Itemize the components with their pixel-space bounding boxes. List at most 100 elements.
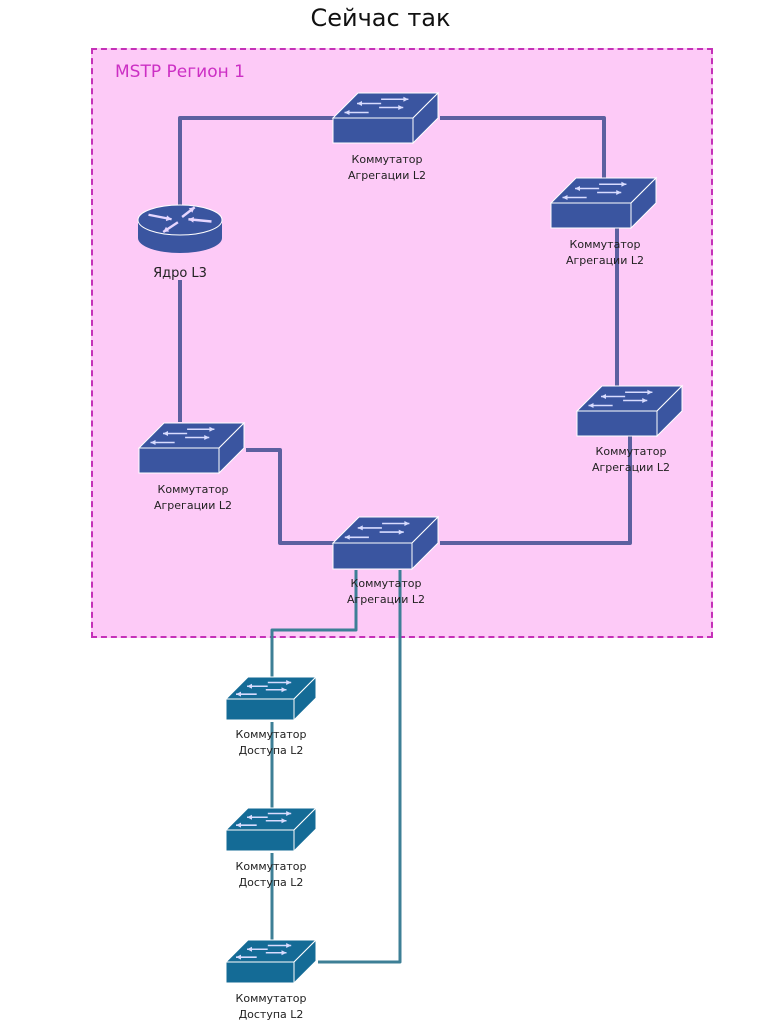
diagram-title: Сейчас так xyxy=(310,4,451,32)
arrow-head xyxy=(344,534,350,540)
arrow-head xyxy=(575,186,580,191)
switch-side-face xyxy=(656,384,683,438)
link-agg-bottom-to-acc-1 xyxy=(270,570,358,677)
label-line-1: Коммутатор xyxy=(351,153,423,166)
arrow-head xyxy=(209,426,215,432)
arrow-head xyxy=(286,680,292,685)
switch-arrows-icon xyxy=(150,426,215,445)
switch-side-face xyxy=(218,421,245,475)
arrow-head xyxy=(150,440,156,445)
router-top xyxy=(137,204,223,236)
arrow-head xyxy=(247,814,252,820)
arrow-head xyxy=(281,818,287,824)
label-line-2: Агрегации L2 xyxy=(348,169,426,182)
switch-front-face xyxy=(332,117,414,144)
arrow-head xyxy=(403,96,409,102)
label-line-1: Коммутатор xyxy=(235,860,307,873)
aggregation-switch-agg-top-icon[interactable] xyxy=(331,91,440,145)
arrow-head xyxy=(188,216,194,223)
arrow-head xyxy=(188,207,195,213)
arrow-head xyxy=(281,950,287,956)
switch-front-face xyxy=(332,542,413,570)
arrow-head xyxy=(236,954,241,960)
arrow-head xyxy=(236,822,241,828)
acc-3-label: Коммутатор Доступа L2 xyxy=(191,991,351,1023)
label-line-1: Коммутатор xyxy=(235,992,307,1005)
link-agg-top-to-agg-right-upper xyxy=(440,116,606,178)
arrow-head xyxy=(286,943,292,948)
label-line-2: Доступа L2 xyxy=(238,744,304,757)
switch-arrows-icon xyxy=(588,389,653,408)
aggregation-switch-agg-right-lower-icon[interactable] xyxy=(575,384,684,438)
label-line-1: Коммутатор xyxy=(350,577,422,590)
switch-side-face xyxy=(293,806,317,853)
access-switch-acc-2-icon[interactable] xyxy=(224,806,318,853)
aggregation-switch-agg-bottom-icon[interactable] xyxy=(331,515,440,571)
label-line-1: Коммутатор xyxy=(569,238,641,251)
access-switch-acc-3-icon[interactable] xyxy=(224,938,318,985)
arrow-head xyxy=(616,190,622,195)
link-core-to-agg-top xyxy=(178,116,334,245)
label-line-1: Коммутатор xyxy=(595,445,667,458)
arrow-head xyxy=(236,691,241,697)
arrow-head xyxy=(404,521,410,526)
link-agg-right-lower-to-agg-bottom xyxy=(440,436,632,545)
switch-arrows-icon xyxy=(344,96,409,115)
agg-left-label: Коммутатор Агрегации L2 xyxy=(113,482,273,514)
arrow-head xyxy=(344,110,350,115)
arrow-head xyxy=(398,105,404,110)
switch-side-face xyxy=(630,176,657,230)
arrow-head xyxy=(165,215,172,222)
arrow-head xyxy=(281,687,287,693)
agg-right-lower-label: Коммутатор Агрегации L2 xyxy=(551,444,711,476)
label-line-2: Доступа L2 xyxy=(238,1008,304,1021)
router-arrows-icon xyxy=(148,206,212,234)
switch-side-face xyxy=(293,675,317,722)
agg-right-upper-label: Коммутатор Агрегации L2 xyxy=(525,237,685,269)
arrow-head xyxy=(247,683,252,689)
switch-side-face xyxy=(293,938,317,985)
aggregation-switch-agg-right-upper-icon[interactable] xyxy=(549,176,658,230)
label-line-2: Агрегации L2 xyxy=(347,593,425,606)
aggregation-switch-agg-left-icon[interactable] xyxy=(137,421,246,475)
core-router-label: Ядро L3 xyxy=(100,266,260,282)
arrow-head xyxy=(163,226,170,232)
link-acc-3-to-agg-bottom xyxy=(318,570,402,964)
switch-side-face xyxy=(411,515,439,571)
switch-front-face xyxy=(225,698,295,721)
switch-arrows-icon xyxy=(562,181,627,200)
agg-bottom-label: Коммутатор Агрегации L2 xyxy=(306,576,466,608)
label-line-1: Ядро L3 xyxy=(153,266,207,281)
arrow-head xyxy=(601,394,606,399)
arrow-head xyxy=(588,403,594,408)
label-line-2: Агрегации L2 xyxy=(154,499,232,512)
arrow-head xyxy=(642,398,648,403)
arrow-head xyxy=(247,946,252,952)
switch-arrows-icon xyxy=(344,521,410,540)
label-line-2: Доступа L2 xyxy=(238,876,304,889)
access-switch-acc-1-icon[interactable] xyxy=(224,675,318,722)
switch-front-face xyxy=(138,447,220,474)
switch-front-face xyxy=(576,410,658,437)
switch-arrows-icon xyxy=(236,811,292,828)
arrow-head xyxy=(286,811,292,816)
switch-arrows-icon xyxy=(236,943,292,960)
label-line-1: Коммутатор xyxy=(235,728,307,741)
label-line-2: Агрегации L2 xyxy=(566,254,644,267)
label-line-1: Коммутатор xyxy=(157,483,229,496)
arrow-head xyxy=(357,525,363,531)
switch-front-face xyxy=(225,961,295,984)
router-core-icon[interactable] xyxy=(137,204,223,253)
agg-top-label: Коммутатор Агрегации L2 xyxy=(307,152,467,184)
arrow-head xyxy=(647,389,653,395)
arrow-head xyxy=(204,435,210,440)
arrow-head xyxy=(163,431,168,436)
switch-side-face xyxy=(412,91,439,145)
label-line-2: Агрегации L2 xyxy=(592,461,670,474)
switch-front-face xyxy=(225,829,295,852)
arrow-head xyxy=(357,101,362,106)
switch-arrows-icon xyxy=(236,680,292,697)
